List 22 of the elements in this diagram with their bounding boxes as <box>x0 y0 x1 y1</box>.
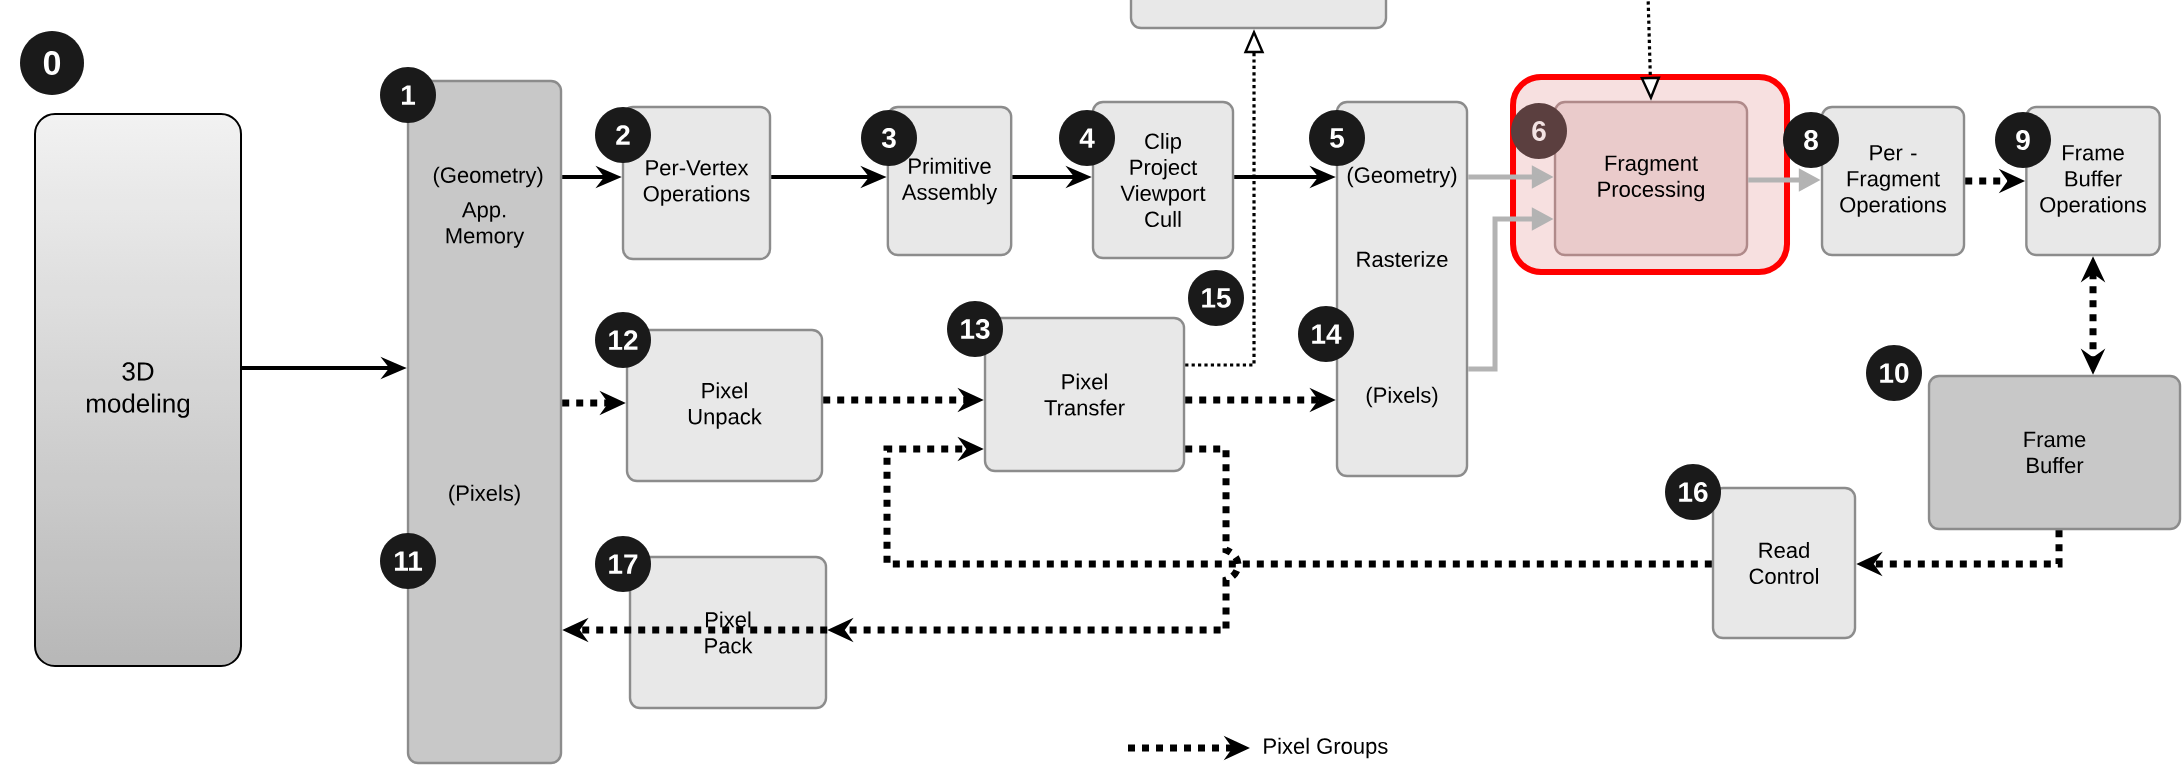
number-badge: 14 <box>1298 306 1354 362</box>
number-badge: 4 <box>1059 110 1115 166</box>
number-badge: 8 <box>1783 112 1839 168</box>
process-box: Per - Fragment Operations <box>1820 105 1966 257</box>
number-badge: 17 <box>595 536 651 592</box>
number-badge: 0 <box>20 31 84 95</box>
process-box <box>1129 0 1388 30</box>
number-badge: 13 <box>947 301 1003 357</box>
number-badge: 12 <box>595 312 651 368</box>
number-badge: 15 <box>1188 270 1244 326</box>
process-box: Read Control <box>1711 486 1857 640</box>
process-box: 3D modeling <box>34 113 242 667</box>
number-badge: 16 <box>1665 464 1721 520</box>
number-badge: 5 <box>1309 110 1365 166</box>
process-box: Fragment Processing <box>1553 100 1749 257</box>
number-badge: 10 <box>1866 345 1922 401</box>
legend-text: Pixel Groups <box>1264 737 1388 759</box>
number-badge: 9 <box>1995 112 2051 168</box>
number-badge: 1 <box>380 67 436 123</box>
number-badge: 11 <box>380 533 436 589</box>
number-badge: 6 <box>1511 103 1567 159</box>
process-box: Frame Buffer <box>1927 374 2182 531</box>
